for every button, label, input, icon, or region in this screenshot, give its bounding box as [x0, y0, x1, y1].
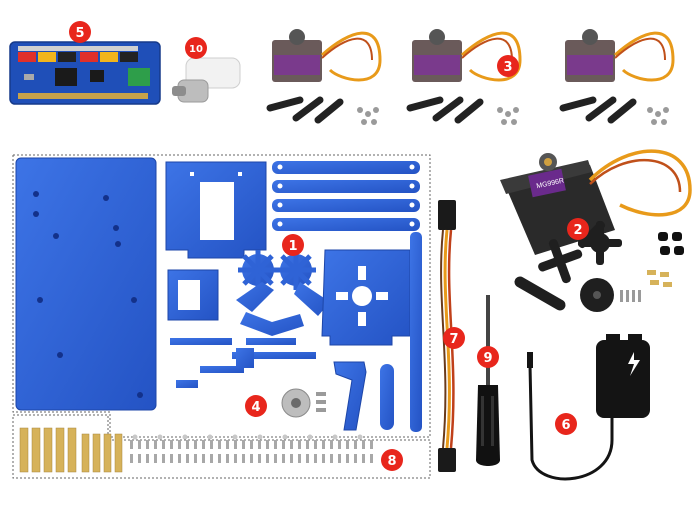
servo-screws [620, 290, 641, 302]
svg-text:5: 5 [75, 26, 84, 41]
lightning-bolt-icon [628, 352, 640, 376]
servo-horn-disc [580, 278, 614, 312]
svg-text:6: 6 [561, 418, 570, 433]
svg-text:1: 1 [288, 239, 297, 254]
screws-and-standoffs [12, 414, 431, 479]
servo-driver-hat [9, 41, 161, 105]
claw-gears [236, 250, 330, 336]
svg-text:10: 10 [189, 44, 203, 55]
badge-7: 7 [443, 327, 465, 349]
servo-horn-star [577, 220, 622, 265]
badge-5: 5 [69, 21, 91, 43]
metal-servo-disc [281, 388, 326, 418]
servo-rubber-grommets [658, 232, 684, 255]
badge-2: 2 [567, 218, 589, 240]
large-servo-mg996r: MG996R [500, 149, 692, 312]
svg-text:3: 3 [503, 60, 512, 75]
servo-brass-inserts [647, 270, 672, 287]
small-servo-1 [266, 29, 382, 125]
usb-c-adapter [172, 57, 241, 103]
acrylic-parts-sheet [12, 154, 431, 438]
svg-text:7: 7 [449, 332, 458, 347]
small-servo-3 [559, 29, 675, 125]
badge-4: 4 [245, 395, 267, 417]
badge-8: 8 [381, 449, 403, 471]
svg-text:8: 8 [387, 454, 396, 469]
svg-text:4: 4 [251, 400, 260, 415]
badge-3: 3 [497, 55, 519, 77]
badge-6: 6 [555, 413, 577, 435]
badge-9: 9 [477, 346, 499, 368]
badge-1: 1 [282, 234, 304, 256]
servo-horn-cross [538, 239, 583, 284]
power-adapter [527, 334, 650, 481]
svg-text:2: 2 [573, 223, 582, 238]
servo-horn-arm [514, 276, 566, 311]
badge-10: 10 [185, 37, 207, 59]
svg-text:9: 9 [483, 351, 492, 366]
screwdriver [476, 295, 500, 466]
small-servo-2 [406, 29, 522, 125]
